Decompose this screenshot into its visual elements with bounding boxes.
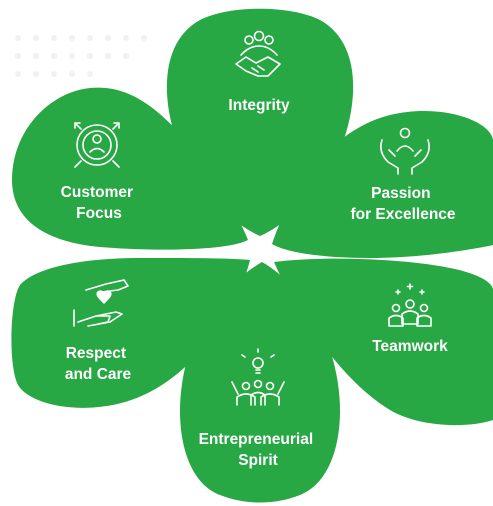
petal-respect: Respect and Care: [11, 258, 251, 408]
customer-target-icon: [74, 122, 120, 168]
petal-entrepreneurial-label: Entrepreneurial Spirit: [199, 431, 318, 469]
petal-respect-label: Respect and Care: [65, 345, 132, 383]
customer-line-1: Customer: [61, 184, 133, 201]
handshake-team-icon: [235, 30, 281, 77]
respect-line-2: and Care: [65, 366, 132, 383]
teamwork-line-1: Teamwork: [372, 338, 448, 355]
person-in-hands-icon: [380, 127, 430, 175]
petal-passion: Passion for Excellence: [272, 111, 493, 258]
petal-customer: Customer Focus: [12, 87, 248, 250]
petal-teamwork-label: Teamwork: [372, 338, 448, 355]
background-dots: [15, 35, 147, 77]
petal-teamwork: Teamwork: [274, 258, 493, 426]
passion-line-1: Passion: [371, 185, 430, 202]
entrepreneurial-line-2: Spirit: [238, 452, 278, 469]
team-stars-icon: [388, 283, 432, 327]
petal-passion-label: Passion for Excellence: [350, 185, 455, 223]
passion-line-2: for Excellence: [350, 206, 455, 223]
customer-line-2: Focus: [76, 205, 122, 222]
entrepreneurial-line-1: Entrepreneurial: [199, 431, 314, 448]
petal-integrity-label: Integrity: [228, 97, 290, 114]
respect-line-1: Respect: [66, 345, 126, 362]
idea-group-icon: [231, 348, 285, 406]
heart-hands-icon: [73, 279, 129, 327]
petal-customer-label: Customer Focus: [61, 184, 138, 222]
integrity-line-1: Integrity: [228, 97, 290, 114]
